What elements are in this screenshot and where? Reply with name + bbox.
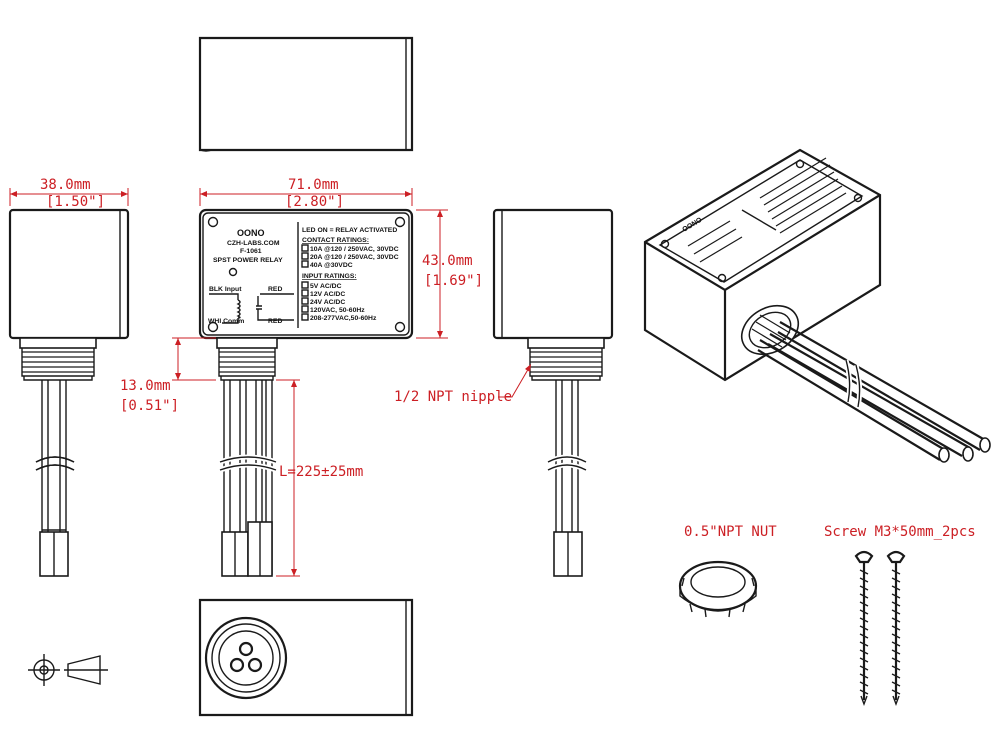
label-red-bottom: RED	[268, 318, 282, 325]
label-site: CZH-LABS.COM	[227, 240, 280, 247]
input-rating-item: 24V AC/DC	[310, 299, 345, 306]
screw-icon	[854, 550, 874, 706]
top-view	[198, 36, 414, 152]
label-whi-comm: WHI Comm	[208, 318, 244, 325]
input-rating-item: 12V AC/DC	[310, 291, 345, 298]
contact-ratings: 10A @120 / 250VAC, 30VDC 20A @120 / 250V…	[301, 244, 399, 269]
callout-nut: 0.5"NPT NUT	[684, 524, 777, 540]
input-rating-item: 208-277VAC,50-60Hz	[310, 315, 377, 322]
contact-rating-item: 10A @120 / 250VAC, 30VDC	[310, 246, 399, 253]
front-view: OONO CZH-LABS.COM F-1061 SPST POWER RELA…	[198, 208, 414, 577]
dim-width-mm: 38.0mm	[40, 177, 91, 193]
label-brand: OONO	[237, 228, 265, 238]
dim-nipple-mm: 13.0mm	[120, 378, 171, 394]
input-rating-item: 120VAC, 50-60Hz	[310, 307, 365, 314]
label-blk-input: BLK Input	[209, 286, 242, 293]
dimensions: 38.0mm [1.50"] 71.0mm [2.80"] 43.0mm [1.…	[9, 177, 976, 577]
dim-height-in: [1.69"]	[424, 273, 483, 289]
callout-nipple: 1/2 NPT nipple	[394, 389, 512, 405]
input-ratings: 5V AC/DC 12V AC/DC 24V AC/DC 120VAC, 50-…	[301, 281, 377, 322]
contact-rating-item: 20A @120 / 250VAC, 30VDC	[310, 254, 399, 261]
contact-rating-item: 40A @30VDC	[310, 262, 353, 269]
npt-nut-icon	[678, 560, 758, 618]
screw-icon	[886, 550, 906, 706]
label-contact-title: CONTACT RATINGS:	[302, 237, 369, 244]
label-led: LED ON = RELAY ACTIVATED	[302, 227, 397, 234]
callout-screw: Screw M3*50mm_2pcs	[824, 524, 976, 540]
dim-length-in: [2.80"]	[285, 194, 344, 210]
dim-height-mm: 43.0mm	[422, 253, 473, 269]
dim-width-in: [1.50"]	[46, 194, 105, 210]
label-red-top: RED	[268, 286, 282, 293]
side-view-left	[8, 208, 130, 577]
label-input-title: INPUT RATINGS:	[302, 273, 357, 280]
dim-wire-length: L=225±25mm	[279, 464, 363, 480]
bottom-view	[198, 598, 414, 717]
side-view-right	[492, 208, 614, 577]
isometric-view: OONO	[643, 148, 991, 463]
projection-symbol-icon	[28, 654, 108, 686]
led-indicator-icon	[228, 267, 238, 277]
dim-length-mm: 71.0mm	[288, 177, 339, 193]
dim-nipple-in: [0.51"]	[120, 398, 179, 414]
input-rating-item: 5V AC/DC	[310, 283, 342, 290]
label-model: F-1061	[240, 248, 262, 255]
label-product: SPST POWER RELAY	[213, 257, 283, 264]
